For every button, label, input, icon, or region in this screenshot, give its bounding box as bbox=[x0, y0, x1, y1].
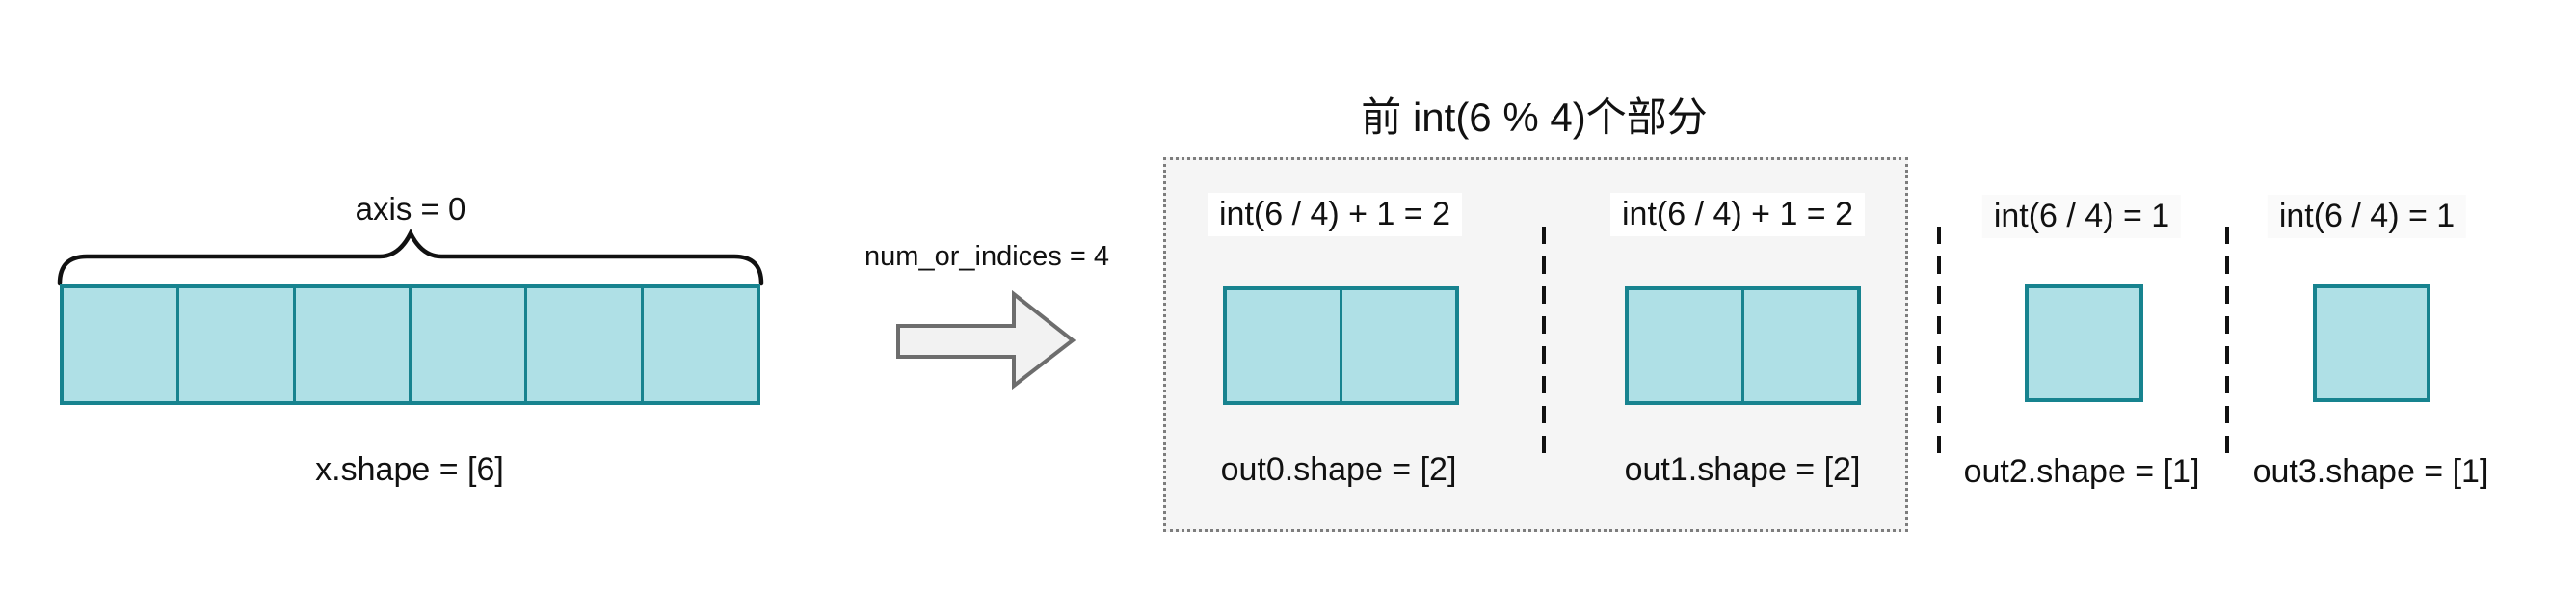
array-cell bbox=[64, 288, 177, 401]
group3-formula-label: int(6 / 4) = 1 bbox=[2267, 195, 2467, 238]
array-cell bbox=[640, 288, 757, 401]
array-cell bbox=[1227, 290, 1340, 401]
output-array-2 bbox=[2025, 284, 2143, 402]
group2-formula-label: int(6 / 4) = 1 bbox=[1981, 195, 2182, 238]
output-array-3 bbox=[2313, 284, 2430, 402]
group0-shape-label: out0.shape = [2] bbox=[1220, 451, 1457, 488]
array-cell bbox=[1340, 290, 1455, 401]
split-arrow-icon bbox=[896, 289, 1076, 391]
arrow-label: num_or_indices = 4 bbox=[864, 241, 1109, 272]
array-cell bbox=[524, 288, 641, 401]
curly-brace-icon bbox=[57, 228, 764, 286]
dashed-separator bbox=[1542, 227, 1546, 456]
array-cell bbox=[176, 288, 293, 401]
input-array bbox=[60, 284, 760, 405]
group2-shape-label: out2.shape = [1] bbox=[1963, 453, 2200, 490]
output-array-1 bbox=[1625, 286, 1861, 405]
dashed-separator bbox=[2225, 227, 2229, 456]
array-cell bbox=[292, 288, 409, 401]
group3-shape-label: out3.shape = [1] bbox=[2252, 453, 2489, 490]
group1-shape-label: out1.shape = [2] bbox=[1624, 451, 1861, 488]
output-array-0 bbox=[1223, 286, 1459, 405]
array-cell bbox=[1741, 290, 1857, 401]
array-cell bbox=[2317, 288, 2427, 398]
dashed-separator bbox=[1937, 227, 1941, 456]
axis-label: axis = 0 bbox=[355, 191, 466, 227]
split-box-title: 前 int(6 % 4)个部分 bbox=[1361, 94, 1708, 140]
group0-formula-label: int(6 / 4) + 1 = 2 bbox=[1207, 193, 1463, 236]
array-cell bbox=[2029, 288, 2139, 398]
input-shape-label: x.shape = [6] bbox=[315, 451, 504, 488]
array-cell bbox=[408, 288, 525, 401]
group1-formula-label: int(6 / 4) + 1 = 2 bbox=[1609, 193, 1866, 236]
array-cell bbox=[1629, 290, 1741, 401]
